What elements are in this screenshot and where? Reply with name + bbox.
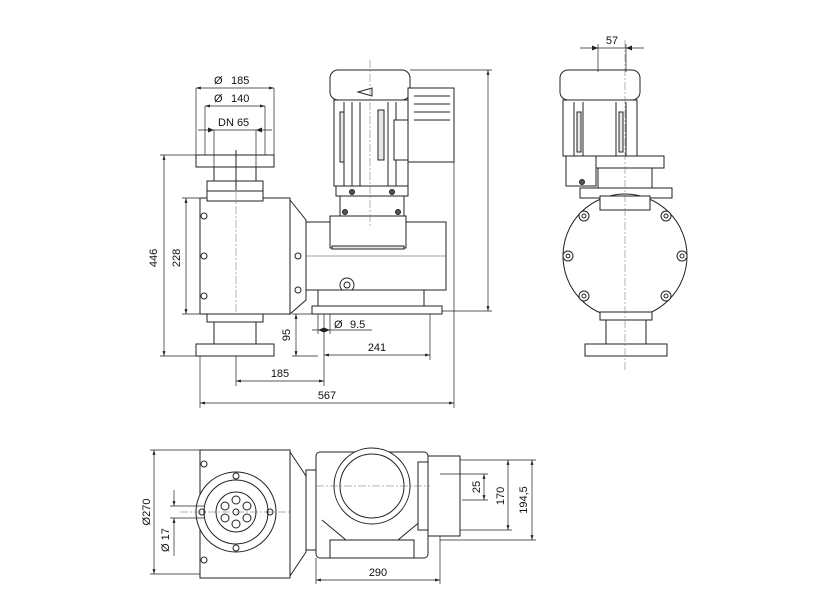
dim-base-length: 241 xyxy=(368,342,386,354)
top-pipe xyxy=(213,166,257,182)
bottom-pipe xyxy=(213,321,257,345)
dim-right-25: 25 xyxy=(471,481,483,493)
base-foot xyxy=(317,289,425,309)
dim-height-ports: 228 xyxy=(171,249,183,267)
dim-side-width: 57 xyxy=(606,35,618,47)
pump-casing xyxy=(199,197,291,315)
dim-bottom-length: 290 xyxy=(369,567,387,579)
side-bolts xyxy=(562,210,688,302)
dim-diameter-symbol-3: Ø xyxy=(334,319,343,331)
front-view xyxy=(195,60,455,357)
dim-port-offset: 185 xyxy=(271,368,289,380)
casing-bolts xyxy=(200,212,208,300)
dim-base-height: 95 xyxy=(281,329,293,341)
dim-nominal: DN 65 xyxy=(218,117,249,129)
volute xyxy=(289,198,307,316)
dim-diameter-symbol: Ø xyxy=(214,75,223,87)
dim-right-170: 170 xyxy=(495,487,507,505)
bottom-flange xyxy=(195,343,275,357)
bottom-view: Ø270 Ø 17 290 25 170 194,5 xyxy=(141,447,536,584)
bottom-inner-holes xyxy=(220,495,252,529)
terminal-box xyxy=(407,87,455,163)
dim-flange-outer: 185 xyxy=(231,75,249,87)
motor xyxy=(329,69,455,217)
top-flange-lower xyxy=(206,180,264,192)
dim-diameter-symbol-2: Ø xyxy=(214,93,223,105)
bottom-base xyxy=(427,455,461,537)
dim-bottom-flange: Ø270 xyxy=(141,499,153,526)
side-view: 57 xyxy=(559,35,688,370)
front-dimensions: Ø 185 Ø 140 DN 65 446 228 95 xyxy=(148,69,492,408)
dim-bottom-hole: Ø 17 xyxy=(160,528,172,552)
dim-hole: 9.5 xyxy=(350,319,365,331)
dim-right-194: 194,5 xyxy=(518,486,530,514)
dim-height-total: 446 xyxy=(148,249,160,267)
dim-overall-length: 567 xyxy=(318,390,336,402)
dim-flange-bolt: 140 xyxy=(231,93,249,105)
top-flange xyxy=(195,154,275,168)
